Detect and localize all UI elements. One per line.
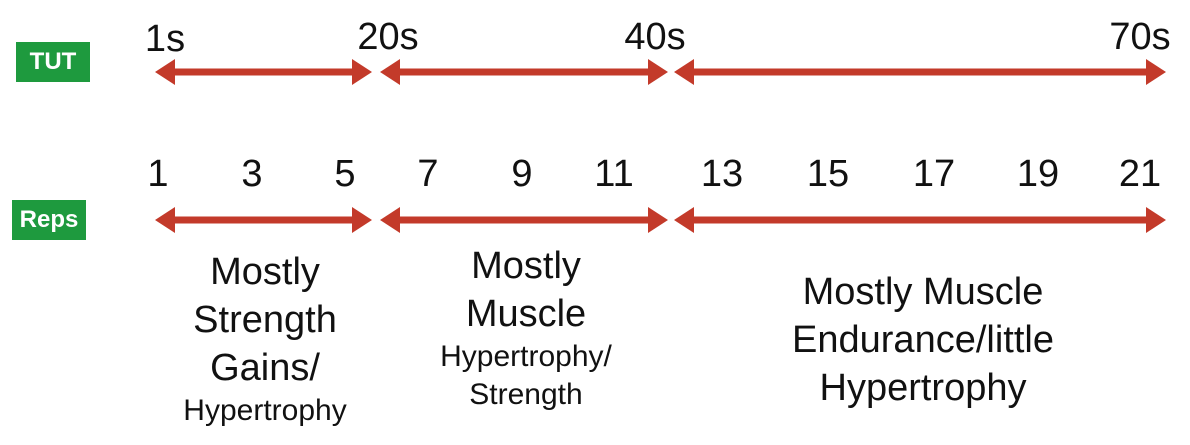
tut-tick-label: 70s [1109,16,1171,58]
arrow-head-right [352,59,372,85]
zone-endurance-line: Endurance/little [792,319,1054,361]
tut-range-arrow [155,59,372,85]
tut-badge-label: TUT [29,48,77,75]
reps-tick-label: 17 [912,153,956,195]
zone-hypertrophy-line: Muscle [465,293,587,335]
reps-tick-label: 15 [806,153,850,195]
arrow-head-right [1146,59,1166,85]
tut-badge: TUT [16,42,90,82]
reps-tick-label: 5 [334,153,356,195]
arrow-head-left [674,59,694,85]
reps-tick-label: 13 [700,153,744,195]
arrow-head-right [648,59,668,85]
arrow-head-left [155,207,175,233]
arrow-head-left [380,207,400,233]
arrow-head-right [1146,207,1166,233]
zone-strength-line: Strength [193,299,337,341]
arrow-head-left [155,59,175,85]
zone-strength-subline: Hypertrophy [183,394,347,427]
reps-tick-label: 21 [1118,153,1162,195]
reps-tick-label: 3 [241,153,263,195]
reps-tick-label: 11 [594,153,634,195]
tut-tick-label: 1s [144,18,186,60]
reps-range-arrow [674,207,1166,233]
reps-tick-label: 9 [511,153,533,195]
tut-range-arrow [380,59,668,85]
arrow-head-left [380,59,400,85]
zone-hypertrophy-description: Mostly Muscle Hypertrophy/ Strength [440,242,612,414]
reps-tick-label: 19 [1016,153,1060,195]
reps-range-arrow [380,207,668,233]
zone-hypertrophy-subline: Hypertrophy/ [440,340,612,373]
reps-badge: Reps [12,200,86,240]
tut-tick-label: 20s [357,16,419,58]
zone-strength-line: Mostly [210,251,320,293]
zone-strength-line: Gains/ [210,347,320,389]
reps-tick-label: 7 [417,153,439,195]
arrow-head-left [674,207,694,233]
zone-hypertrophy-subline: Strength [469,378,583,411]
reps-badge-label: Reps [19,206,79,233]
tut-range-arrow [674,59,1166,85]
zone-endurance-line: Mostly Muscle [802,271,1044,313]
reps-tick-label: 1 [147,153,169,195]
reps-range-arrow [155,207,372,233]
zone-endurance-line: Hypertrophy [819,367,1027,409]
arrow-head-right [648,207,668,233]
zone-strength-description: Mostly Strength Gains/ Hypertrophy [183,248,346,430]
zone-hypertrophy-line: Mostly [471,245,581,287]
arrow-head-right [352,207,372,233]
tut-tick-label: 40s [624,16,686,58]
zone-endurance-description: Mostly Muscle Endurance/little Hypertrop… [792,268,1054,412]
